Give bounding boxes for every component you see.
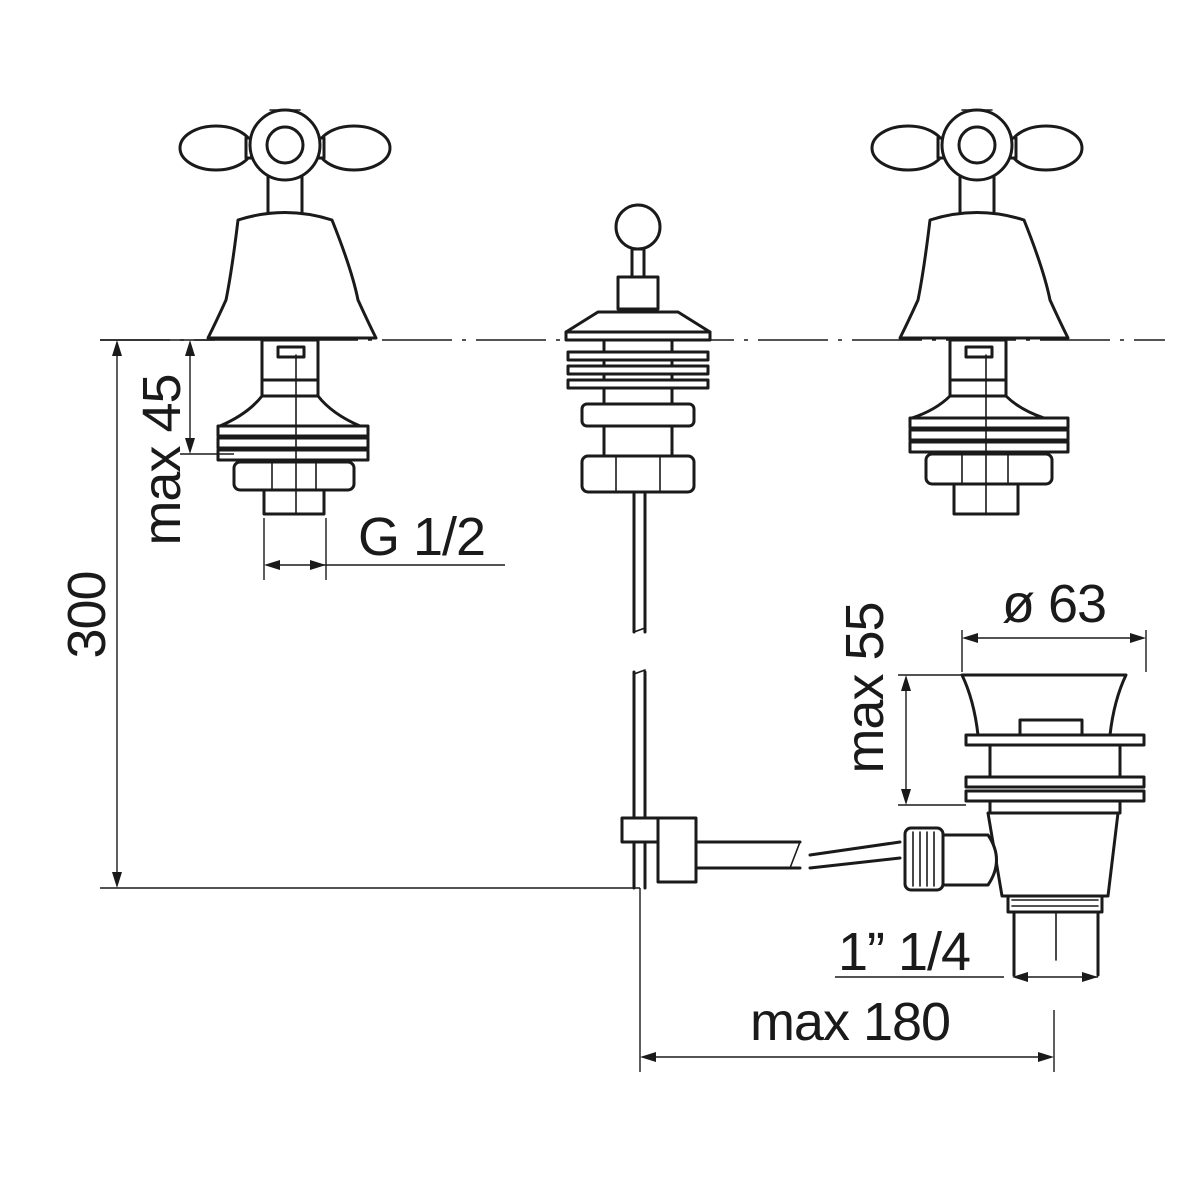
popup-rod-unit	[564, 203, 902, 890]
popup-knob	[614, 203, 662, 251]
left-tap-cross-handle	[178, 108, 392, 220]
right-tap-bell-body	[898, 211, 1070, 340]
left-tap	[178, 108, 392, 516]
dim-tap-height: max 45	[132, 340, 234, 546]
dim-dia63-label: ø 63	[1002, 574, 1106, 634]
left-tap-bell-body	[206, 211, 378, 340]
dim-waste-diameter: ø 63	[961, 574, 1147, 672]
dim-waste-thread: 1” 1/4	[835, 922, 1098, 982]
waste-knurled-nut	[903, 826, 945, 892]
waste-body	[986, 811, 1120, 898]
dim-waste-height: max 55	[835, 602, 966, 806]
right-tap	[870, 108, 1084, 516]
right-tap-cross-handle	[870, 108, 1084, 220]
dim-max180-label: max 180	[750, 992, 950, 1052]
dim-total-height: 300	[57, 339, 640, 889]
dim-horizontal-reach: max 180	[639, 888, 1055, 1072]
dim-g12-label: G 1/2	[358, 507, 485, 567]
dim-1-1-4-label: 1” 1/4	[838, 922, 970, 982]
dim-thread: G 1/2	[263, 507, 505, 580]
popup-waste	[903, 673, 1146, 977]
dim-max55-label: max 55	[835, 602, 895, 773]
dim-max45-label: max 45	[132, 374, 192, 545]
dim-300-label: 300	[57, 571, 117, 658]
